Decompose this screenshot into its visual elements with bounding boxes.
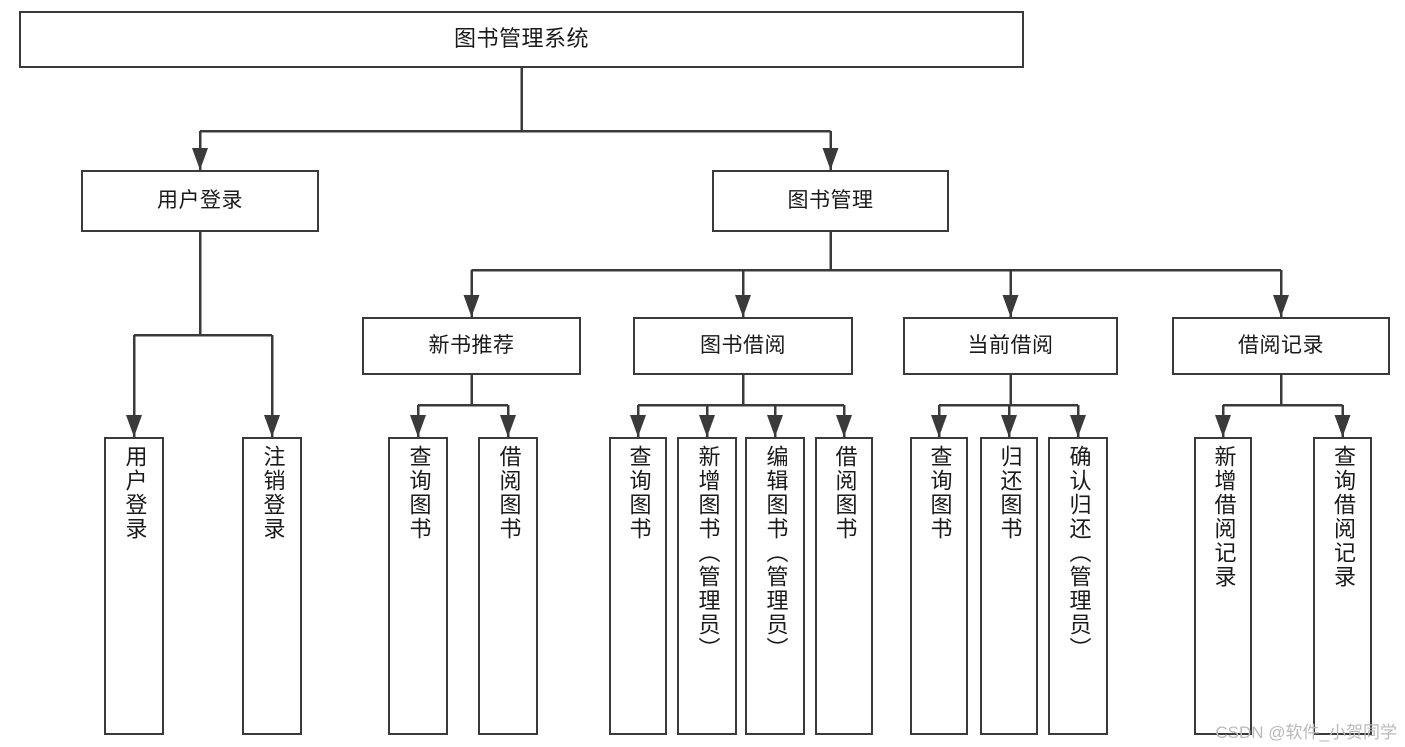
arrow-head-icon (1002, 295, 1019, 317)
node-leaf_query_1: 查询图书 (388, 437, 448, 735)
node-leaf_add_book: 新增图书（管理员） (677, 437, 737, 735)
node-current_borrow: 当前借阅 (903, 317, 1118, 375)
node-leaf_user_login: 用户登录 (104, 437, 164, 735)
arrow-head-icon (1334, 415, 1351, 437)
node-label: 图书管理 (787, 189, 874, 213)
node-borrow_record: 借阅记录 (1172, 317, 1390, 375)
arrow-head-icon (1273, 295, 1289, 317)
node-label: 查询图书 (626, 445, 652, 541)
node-label: 图书管理系统 (453, 26, 589, 52)
node-label: 借阅记录 (1238, 334, 1324, 358)
node-label: 图书借阅 (700, 334, 786, 358)
node-user_login: 用户登录 (81, 170, 319, 232)
node-label: 用户登录 (157, 189, 243, 213)
node-label: 归还图书 (997, 445, 1023, 541)
node-leaf_borrow_1: 借阅图书 (478, 437, 538, 735)
arrow-head-icon (463, 295, 480, 317)
arrow-head-icon (192, 148, 208, 170)
arrow-head-icon (410, 415, 426, 437)
arrow-head-icon (126, 415, 142, 437)
node-label: 编辑图书（管理员） (763, 445, 789, 661)
node-label: 借阅图书 (832, 445, 858, 541)
node-leaf_borrow_2: 借阅图书 (815, 437, 873, 735)
node-label: 新书推荐 (428, 334, 515, 358)
node-label: 新增图书（管理员） (695, 445, 721, 661)
node-leaf_edit_book: 编辑图书（管理员） (745, 437, 805, 735)
node-leaf_query_3: 查询图书 (910, 437, 968, 735)
arrow-head-icon (1001, 415, 1017, 437)
arrow-head-icon (1215, 415, 1231, 437)
arrow-head-icon (1070, 415, 1086, 437)
node-leaf_add_rec: 新增借阅记录 (1194, 437, 1252, 735)
node-label: 注销登录 (260, 445, 286, 541)
node-leaf_logout: 注销登录 (242, 437, 302, 735)
node-book_borrow: 图书借阅 (633, 317, 853, 375)
arrow-head-icon (630, 415, 646, 437)
arrow-head-icon (767, 415, 783, 437)
node-label: 当前借阅 (967, 334, 1054, 358)
arrow-head-icon (500, 415, 516, 437)
arrow-head-icon (822, 148, 839, 170)
arrow-head-icon (931, 415, 947, 437)
arrow-head-icon (699, 415, 715, 437)
node-root: 图书管理系统 (19, 11, 1024, 68)
node-new_book_rec: 新书推荐 (362, 317, 581, 375)
arrow-head-icon (735, 295, 751, 317)
node-leaf_query_2: 查询图书 (609, 437, 667, 735)
arrow-head-icon (836, 415, 852, 437)
node-label: 新增借阅记录 (1211, 445, 1237, 589)
node-leaf_return: 归还图书 (980, 437, 1038, 735)
node-label: 查询图书 (406, 445, 432, 541)
arrow-head-icon (264, 415, 280, 437)
node-label: 确认归还（管理员） (1066, 445, 1092, 661)
node-book_manage: 图书管理 (712, 170, 949, 232)
node-label: 查询图书 (927, 445, 953, 541)
node-leaf_confirm: 确认归还（管理员） (1048, 437, 1108, 735)
node-label: 用户登录 (122, 445, 148, 541)
node-leaf_query_rec: 查询借阅记录 (1313, 437, 1372, 735)
node-label: 借阅图书 (496, 445, 522, 541)
node-label: 查询借阅记录 (1330, 445, 1356, 589)
